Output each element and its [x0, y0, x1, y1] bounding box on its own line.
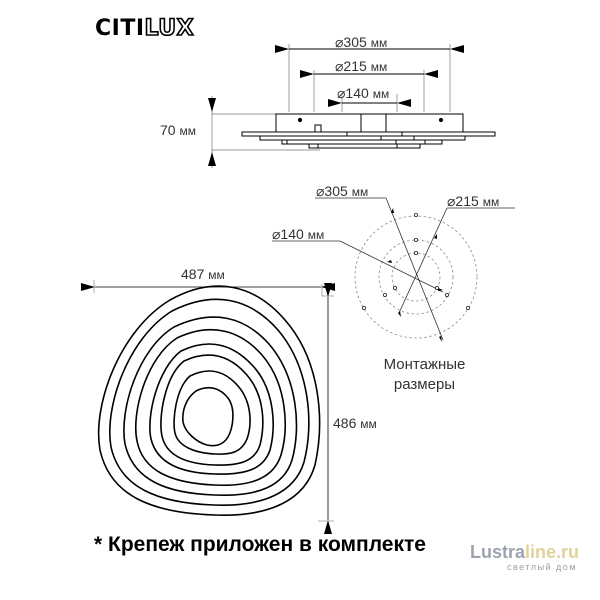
mount-caption: Монтажные размеры: [372, 355, 477, 395]
side-view: [208, 44, 496, 168]
watermark-tagline: светлый дом: [507, 562, 578, 572]
dim-value: ⌀305: [335, 34, 367, 50]
dim-unit: мм: [307, 228, 325, 242]
mounting-kit-note: * Крепеж приложен в комплекте: [94, 533, 426, 556]
dim-unit: мм: [370, 60, 388, 74]
dim-value: 486: [333, 415, 357, 431]
top-view: [81, 280, 335, 534]
dim-unit: мм: [372, 87, 390, 101]
mount-caption-line1: Монтажные: [383, 356, 466, 373]
side-dim-215: ⌀215 мм: [335, 58, 387, 75]
dim-value: ⌀305: [316, 183, 348, 199]
dim-unit: мм: [360, 417, 377, 431]
dim-unit: мм: [208, 268, 225, 282]
mount-caption-line2: размеры: [393, 376, 456, 393]
dim-value: ⌀140: [337, 85, 369, 101]
brand-logo: CITILUX: [95, 14, 194, 44]
top-depth-dim: 486 мм: [332, 415, 378, 431]
mounting-plan: [272, 197, 515, 342]
mount-dim-305: ⌀305 мм: [316, 183, 368, 200]
dim-value: ⌀215: [447, 193, 479, 209]
side-height-dim: 70 мм: [160, 122, 196, 138]
watermark-part2: line.ru: [525, 542, 580, 562]
dim-unit: мм: [370, 36, 388, 50]
dim-value: 487: [181, 266, 205, 282]
dim-unit: мм: [179, 124, 196, 138]
side-dim-140: ⌀140 мм: [337, 85, 389, 102]
top-width-dim: 487 мм: [181, 266, 225, 282]
watermark-logo: Lustraline.ru: [470, 542, 579, 563]
dim-unit: мм: [351, 185, 369, 199]
brand-logo-solid: CITI: [95, 16, 145, 41]
mount-dim-215: ⌀215 мм: [447, 193, 499, 210]
side-dim-305: ⌀305 мм: [335, 34, 387, 51]
dim-value: ⌀215: [335, 58, 367, 74]
dim-unit: мм: [482, 195, 500, 209]
mount-dim-140: ⌀140 мм: [272, 226, 324, 243]
brand-logo-outline: LUX: [144, 15, 195, 42]
dim-value: 70: [160, 122, 176, 138]
dim-value: ⌀140: [272, 226, 304, 242]
watermark-part1: Lustra: [470, 542, 526, 562]
